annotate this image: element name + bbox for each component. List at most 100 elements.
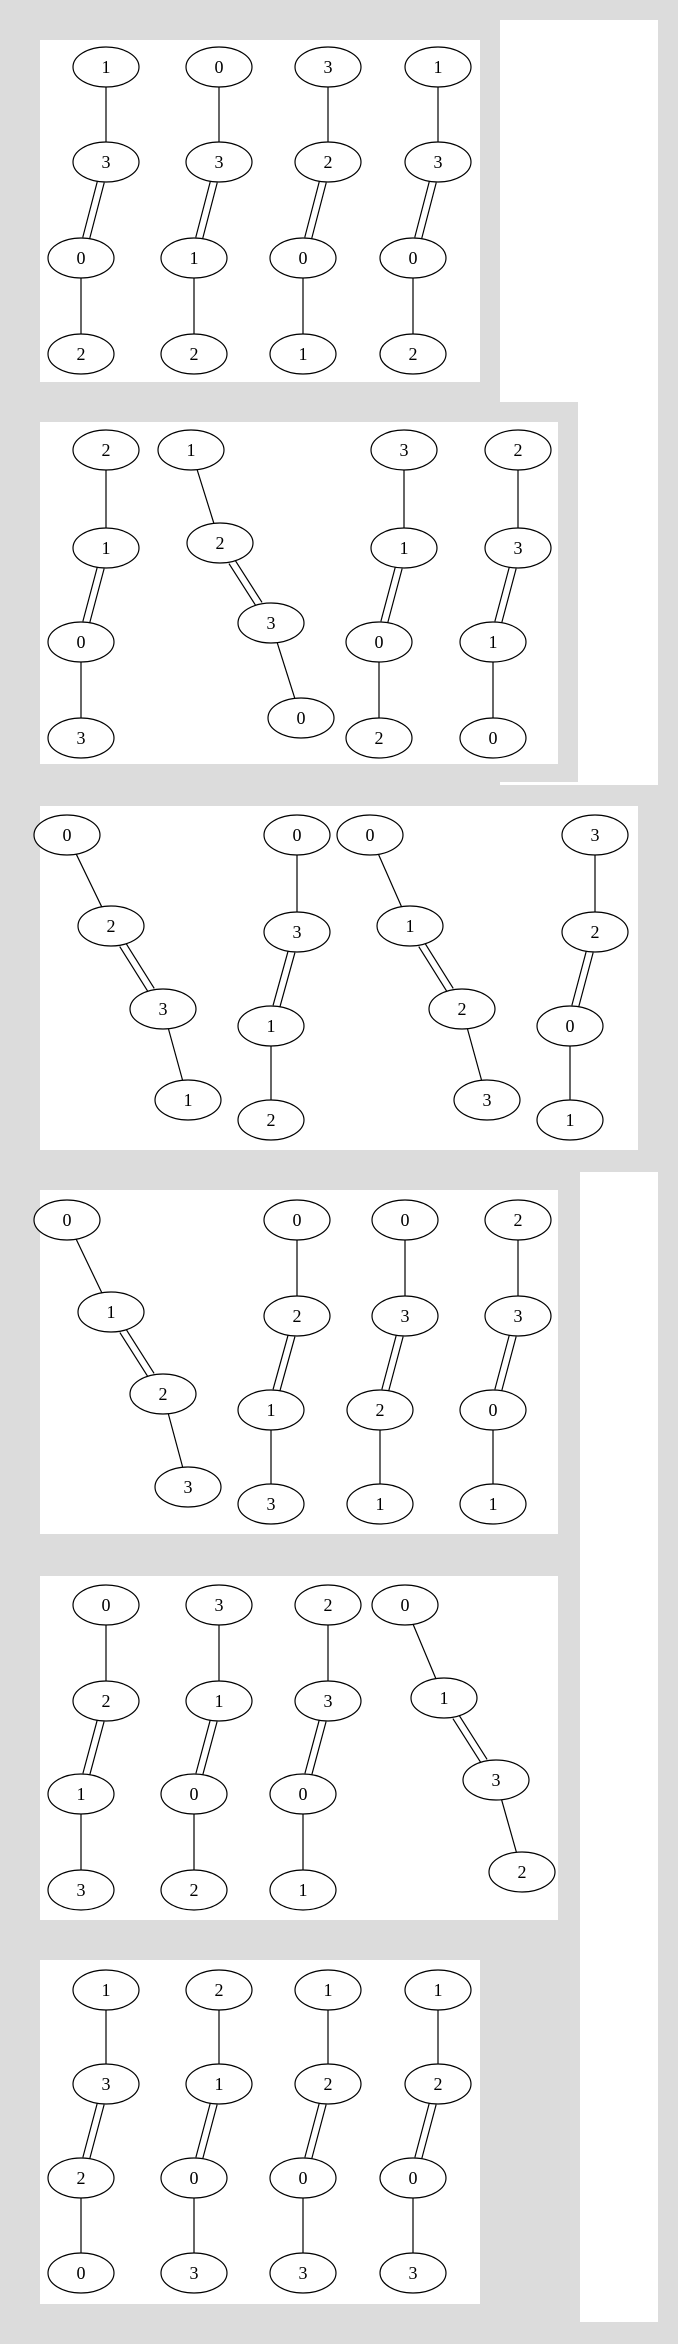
node-label: 3	[77, 1880, 86, 1900]
node: 1	[237, 1389, 305, 1431]
node-label: 3	[267, 1494, 276, 1514]
node-ellipse	[160, 1869, 228, 1911]
double-edge-line	[494, 1334, 510, 1390]
edge	[276, 642, 296, 699]
node: 0	[47, 2252, 115, 2294]
graph-3-2: 0 3 1 2	[237, 814, 331, 1141]
node: 1	[185, 1680, 253, 1722]
node-label: 0	[77, 632, 86, 652]
node-label: 0	[297, 708, 306, 728]
node-ellipse	[185, 1969, 253, 2011]
node-label: 3	[409, 2263, 418, 2283]
node: 3	[47, 717, 115, 759]
node-label: 1	[406, 916, 415, 936]
edge	[75, 853, 103, 908]
node: 3	[561, 814, 629, 856]
node-label: 1	[184, 1090, 193, 1110]
node-label: 2	[215, 1980, 224, 2000]
edge	[167, 1413, 184, 1468]
node-label: 0	[566, 1016, 575, 1036]
node: 2	[404, 2063, 472, 2105]
node-ellipse	[263, 911, 331, 953]
double-edge-line	[279, 1336, 296, 1392]
node: 2	[47, 333, 115, 375]
node-ellipse	[294, 1680, 362, 1722]
node-ellipse	[404, 2063, 472, 2105]
node: 1	[404, 46, 472, 88]
node-ellipse	[269, 2252, 337, 2294]
node: 0	[536, 1005, 604, 1047]
double-edge-line	[228, 563, 257, 607]
graph-5-1: 0 2 1 3	[47, 1584, 140, 1911]
node-label: 2	[190, 344, 199, 364]
node-label: 3	[215, 1595, 224, 1615]
double-edge-line	[501, 1336, 517, 1392]
node-label: 0	[401, 1595, 410, 1615]
node: 2	[237, 1099, 305, 1141]
node-ellipse	[294, 1969, 362, 2011]
node-ellipse	[269, 333, 337, 375]
double-edge-line	[89, 568, 105, 624]
node-ellipse	[129, 988, 197, 1030]
node: 0	[263, 1199, 331, 1241]
node: 0	[263, 814, 331, 856]
node-label: 0	[77, 248, 86, 268]
node: 2	[72, 1680, 140, 1722]
double-edge-line	[388, 1336, 404, 1392]
node: 2	[294, 1584, 362, 1626]
node: 0	[33, 1199, 101, 1241]
node-label: 0	[293, 1210, 302, 1230]
node: 1	[160, 237, 228, 279]
node-label: 2	[267, 1110, 276, 1130]
double-edge-line	[202, 1721, 218, 1776]
node: 0	[33, 814, 101, 856]
node-label: 1	[102, 1980, 111, 2000]
node-label: 3	[324, 57, 333, 77]
node-ellipse	[428, 988, 496, 1030]
node-ellipse	[185, 141, 253, 183]
node-ellipse	[269, 1773, 337, 1815]
node: 1	[72, 46, 140, 88]
node-label: 1	[267, 1016, 276, 1036]
double-edge-line	[202, 2104, 218, 2160]
node-label: 1	[77, 1784, 86, 1804]
node-label: 1	[102, 538, 111, 558]
node: 2	[561, 911, 629, 953]
node-label: 3	[293, 922, 302, 942]
node: 0	[72, 1584, 140, 1626]
double-edge-line	[82, 566, 98, 622]
node-ellipse	[484, 1295, 552, 1337]
node-ellipse	[263, 1295, 331, 1337]
double-edge-line	[304, 2102, 320, 2158]
node-ellipse	[47, 237, 115, 279]
node-ellipse	[237, 1099, 305, 1141]
node-label: 3	[400, 440, 409, 460]
node-ellipse	[186, 522, 254, 564]
node-ellipse	[47, 621, 115, 663]
node-label: 2	[107, 916, 116, 936]
node-label: 1	[440, 1688, 449, 1708]
node-ellipse	[410, 1677, 478, 1719]
node-ellipse	[404, 141, 472, 183]
node-ellipse	[72, 527, 140, 569]
node: 3	[185, 141, 253, 183]
node-label: 1	[299, 344, 308, 364]
node: 3	[160, 2252, 228, 2294]
node-ellipse	[376, 905, 444, 947]
node-ellipse	[72, 141, 140, 183]
node-ellipse	[488, 1851, 556, 1893]
node: 1	[376, 905, 444, 947]
node: 1	[294, 1969, 362, 2011]
node: 0	[269, 237, 337, 279]
panel-background	[40, 40, 480, 382]
node: 2	[72, 429, 140, 471]
node: 0	[267, 697, 335, 739]
edge	[377, 854, 403, 907]
